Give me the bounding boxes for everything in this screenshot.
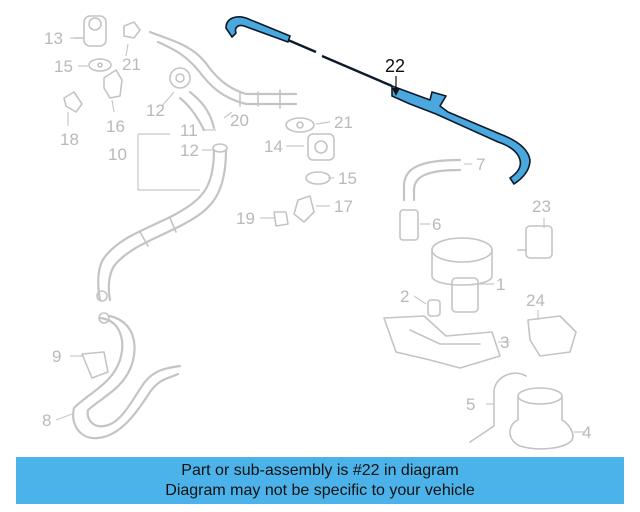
- callout-14: 14: [264, 137, 283, 156]
- part-21-gasket-right: [285, 117, 315, 133]
- callout-7: 7: [476, 155, 485, 174]
- part-2-sensor: [427, 299, 441, 317]
- part-7-hose: [402, 158, 462, 202]
- part-20-hose: [148, 30, 298, 109]
- part-3-bracket: [383, 315, 501, 369]
- callout-19: 19: [236, 209, 255, 228]
- callout-4: 4: [582, 423, 591, 442]
- callout-12-lower: 12: [180, 141, 199, 160]
- part-14-valve: [307, 133, 335, 161]
- callout-10: 10: [108, 145, 127, 164]
- callout-20: 20: [230, 111, 249, 130]
- part-12-clip-upper: [169, 67, 191, 89]
- callout-18: 18: [60, 130, 79, 149]
- callout-24: 24: [526, 291, 545, 310]
- caption-line-disclaimer: Diagram may not be specific to your vehi…: [165, 481, 475, 499]
- part-1-air-pump: [431, 237, 493, 313]
- part-15-gasket-top: [88, 58, 112, 72]
- part-24-mount: [527, 315, 577, 357]
- callout-2: 2: [400, 287, 409, 306]
- callout-13: 13: [44, 29, 63, 48]
- caption-line-part-number: Part or sub-assembly is #22 in diagram: [181, 461, 459, 479]
- callout-8: 8: [42, 411, 51, 430]
- part-19-fastener: [273, 211, 289, 227]
- part-9-clamp: [81, 351, 109, 379]
- arrow-22: [392, 88, 400, 96]
- part-22-highlighted[interactable]: [225, 16, 531, 185]
- part-5-tube: [469, 372, 527, 443]
- part-18-bracket: [63, 91, 83, 113]
- callout-6: 6: [432, 215, 441, 234]
- part-6-connector: [399, 209, 419, 241]
- callout-3: 3: [500, 333, 509, 352]
- diagram-caption-banner: Part or sub-assembly is #22 in diagram D…: [16, 457, 624, 504]
- callout-5: 5: [466, 395, 475, 414]
- callout-17: 17: [334, 197, 353, 216]
- leaders: [55, 37, 584, 433]
- callout-15-mid: 15: [338, 169, 357, 188]
- part-17-bracket: [293, 195, 315, 223]
- part-16-valve: [103, 69, 123, 99]
- part-10-hose-long: [97, 143, 228, 302]
- callout-21-top: 21: [122, 55, 141, 74]
- part-21-gasket-top: [123, 21, 141, 39]
- callout-15-top: 15: [54, 57, 73, 76]
- part-11-hose-section: [178, 90, 216, 132]
- callout-11: 11: [180, 121, 198, 140]
- callout-23: 23: [532, 197, 551, 216]
- part-13-sensor: [73, 15, 107, 47]
- callout-12-upper: 12: [146, 101, 165, 120]
- part-15-gasket-mid: [305, 171, 331, 185]
- callout-16: 16: [106, 117, 125, 136]
- part-4-canister: [509, 387, 574, 450]
- part-23-actuator: [517, 225, 553, 259]
- part-8-hose-lower: [72, 290, 182, 440]
- callout-22: 22: [385, 56, 405, 76]
- callout-9: 9: [52, 347, 61, 366]
- callout-1: 1: [496, 275, 505, 294]
- callout-21-right: 21: [334, 113, 353, 132]
